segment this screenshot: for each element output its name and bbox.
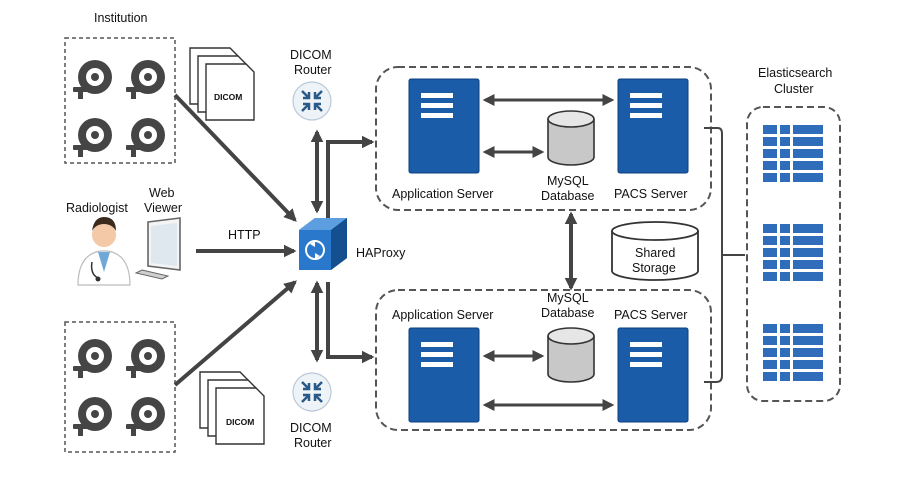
ct-scanner-icon	[126, 60, 165, 99]
dicom-label-bottom: DICOM	[226, 417, 254, 427]
router-icon	[292, 372, 332, 412]
shared-storage-label-2: Storage	[632, 261, 676, 275]
ct-scanner-icon	[73, 118, 112, 157]
elasticsearch-label-2: Cluster	[774, 82, 814, 96]
haproxy-bottom-cluster-arrow	[326, 282, 375, 364]
dicom-router-top-label-1: DICOM	[290, 48, 332, 62]
ct-scanner-icon	[126, 118, 165, 157]
institution-box-bottom	[64, 321, 176, 453]
web-viewer-label-2: Viewer	[144, 201, 182, 215]
haproxy-top-cluster-arrow	[326, 135, 375, 218]
ct-scanner-icon	[126, 397, 165, 436]
institution-label: Institution	[94, 11, 148, 25]
server-icon	[617, 78, 689, 174]
load-balancer-cube-icon	[299, 218, 347, 270]
elasticsearch-label-1: Elasticsearch	[758, 66, 832, 80]
document-stack-icon	[189, 47, 255, 121]
ct-scanner-icon	[73, 397, 112, 436]
pacs-es-connector	[704, 127, 723, 383]
server-icon	[408, 327, 480, 423]
router-icon	[292, 81, 332, 121]
top-server-cluster	[375, 66, 712, 211]
search-cluster-icon	[763, 324, 823, 381]
institution-box-top	[64, 37, 176, 164]
institution-bottom-arrow	[173, 280, 297, 387]
doctor-icon	[77, 217, 131, 286]
http-label: HTTP	[228, 228, 261, 242]
shared-storage-cylinder-icon	[611, 221, 699, 281]
ct-scanner-icon	[126, 339, 165, 378]
bottom-pacs-server-label: PACS Server	[614, 308, 687, 322]
bottom-server-cluster	[375, 289, 712, 431]
dicom-label-top: DICOM	[214, 92, 242, 102]
bottom-app-server-label: Application Server	[392, 308, 493, 322]
top-mysql-label-2: Database	[541, 189, 595, 203]
search-cluster-icon	[763, 224, 823, 281]
top-app-server-label: Application Server	[392, 187, 493, 201]
dicom-router-bottom-label-1: DICOM	[290, 421, 332, 435]
database-cylinder-icon	[547, 327, 595, 383]
top-mysql-label-1: MySQL	[547, 174, 589, 188]
server-icon	[617, 327, 689, 423]
dicom-router-bottom-label-2: Router	[294, 436, 332, 450]
monitor-icon	[134, 217, 181, 280]
radiologist-label: Radiologist	[66, 201, 128, 215]
bottom-mysql-label-1: MySQL	[547, 291, 589, 305]
institution-top-arrow	[173, 93, 297, 222]
top-pacs-server-label: PACS Server	[614, 187, 687, 201]
database-cylinder-icon	[547, 110, 595, 166]
server-icon	[408, 78, 480, 174]
ct-scanner-icon	[73, 60, 112, 99]
shared-storage-label-1: Shared	[635, 246, 675, 260]
elasticsearch-cluster-box	[746, 106, 841, 402]
document-stack-icon	[199, 371, 265, 445]
ct-scanner-icon	[73, 339, 112, 378]
dicom-router-top-label-2: Router	[294, 63, 332, 77]
bottom-mysql-label-2: Database	[541, 306, 595, 320]
haproxy-label: HAProxy	[356, 246, 406, 260]
search-cluster-icon	[763, 125, 823, 182]
web-viewer-label-1: Web	[149, 186, 175, 200]
